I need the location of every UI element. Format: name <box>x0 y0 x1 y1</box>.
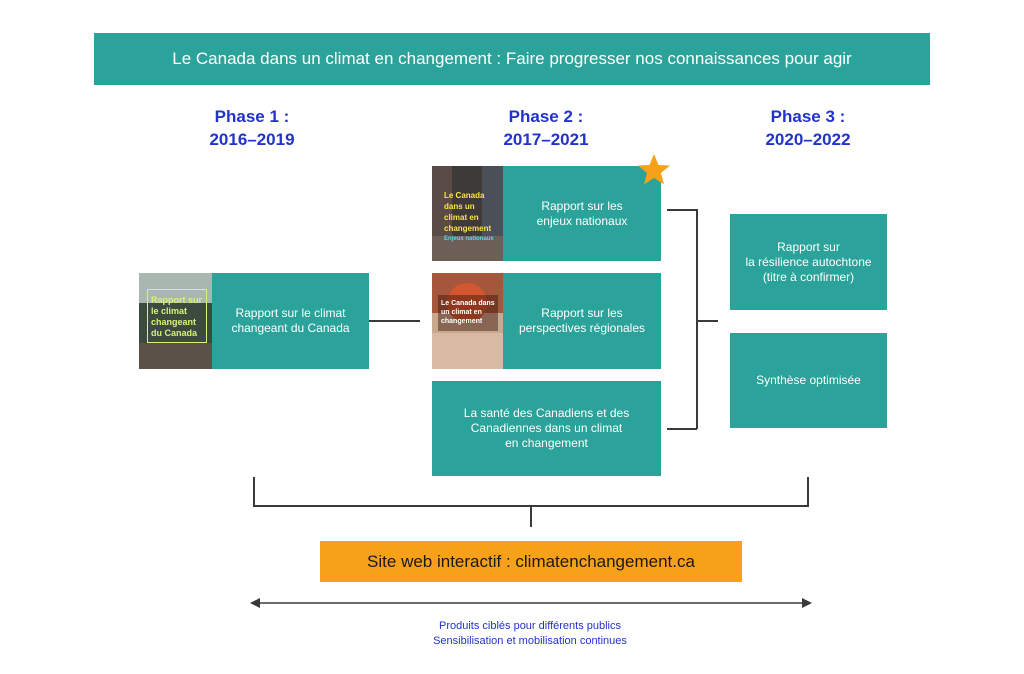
phase-1-heading: Phase 1 : 2016–2019 <box>152 105 352 151</box>
bottom-bracket-right <box>807 477 809 506</box>
health-report-box: La santé des Canadiens et des Canadienne… <box>432 381 661 476</box>
connector-phase2-phase3 <box>696 320 718 322</box>
phase-2-label: Phase 2 : <box>508 107 584 126</box>
regional-cover-title: Le Canada dans un climat en changement <box>441 300 495 325</box>
bottom-bracket-stem <box>530 505 532 527</box>
phase-3-heading: Phase 3 : 2020–2022 <box>708 105 908 151</box>
star-icon <box>638 154 670 185</box>
health-report-label: La santé des Canadiens et des Canadienne… <box>463 406 630 450</box>
regional-report-label: Rapport sur les perspectives régionales <box>518 306 646 335</box>
phase-2-heading: Phase 2 : 2017–2021 <box>446 105 646 151</box>
national-cover-title: Le Canada dans un climat en changement <box>444 191 492 233</box>
phase1-report-cover: Rapport sur le climat changeant du Canad… <box>139 273 212 369</box>
national-report-box: Rapport sur les enjeux nationaux <box>503 166 661 261</box>
connector-phase1-phase2 <box>369 320 420 322</box>
national-report-cover: Le Canada dans un climat en changement E… <box>432 166 503 261</box>
title-text: Le Canada dans un climat en changement :… <box>172 49 852 68</box>
synthesis-box: Synthèse optimisée <box>730 333 887 428</box>
bracket-bottom <box>667 428 697 430</box>
national-report-label: Rapport sur les enjeux nationaux <box>536 198 628 228</box>
phase-2-years: 2017–2021 <box>503 130 589 149</box>
bottom-bracket-left <box>253 477 255 506</box>
website-text: Site web interactif : climatenchangement… <box>367 551 695 571</box>
title-banner: Le Canada dans un climat en changement :… <box>94 33 930 85</box>
phase-3-years: 2020–2022 <box>765 130 851 149</box>
phase1-report-box: Rapport sur le climat changeant du Canad… <box>212 273 369 369</box>
phase1-report-label: Rapport sur le climat changeant du Canad… <box>231 306 350 335</box>
national-cover-subtitle: Enjeux nationaux <box>444 236 494 242</box>
double-arrow-icon <box>250 598 812 608</box>
indigenous-report-label: Rapport sur la résilience autochtone (ti… <box>745 239 872 284</box>
bracket-top <box>667 209 697 211</box>
footer-line-1: Produits ciblés pour différents publics <box>438 620 621 632</box>
phase-3-label: Phase 3 : <box>770 107 846 126</box>
phase-1-years: 2016–2019 <box>209 130 295 149</box>
footer-line-2: Sensibilisation et mobilisation continue… <box>433 635 627 647</box>
regional-report-box: Rapport sur les perspectives régionales <box>503 273 661 369</box>
synthesis-label: Synthèse optimisée <box>756 373 861 387</box>
website-banner: Site web interactif : climatenchangement… <box>320 541 742 582</box>
regional-report-cover: Le Canada dans un climat en changement <box>432 273 503 369</box>
phase-1-label: Phase 1 : <box>214 107 290 126</box>
indigenous-report-box: Rapport sur la résilience autochtone (ti… <box>730 214 887 310</box>
phase1-cover-title: Rapport sur le climat changeant du Canad… <box>151 295 203 338</box>
bracket-vertical <box>696 209 698 429</box>
